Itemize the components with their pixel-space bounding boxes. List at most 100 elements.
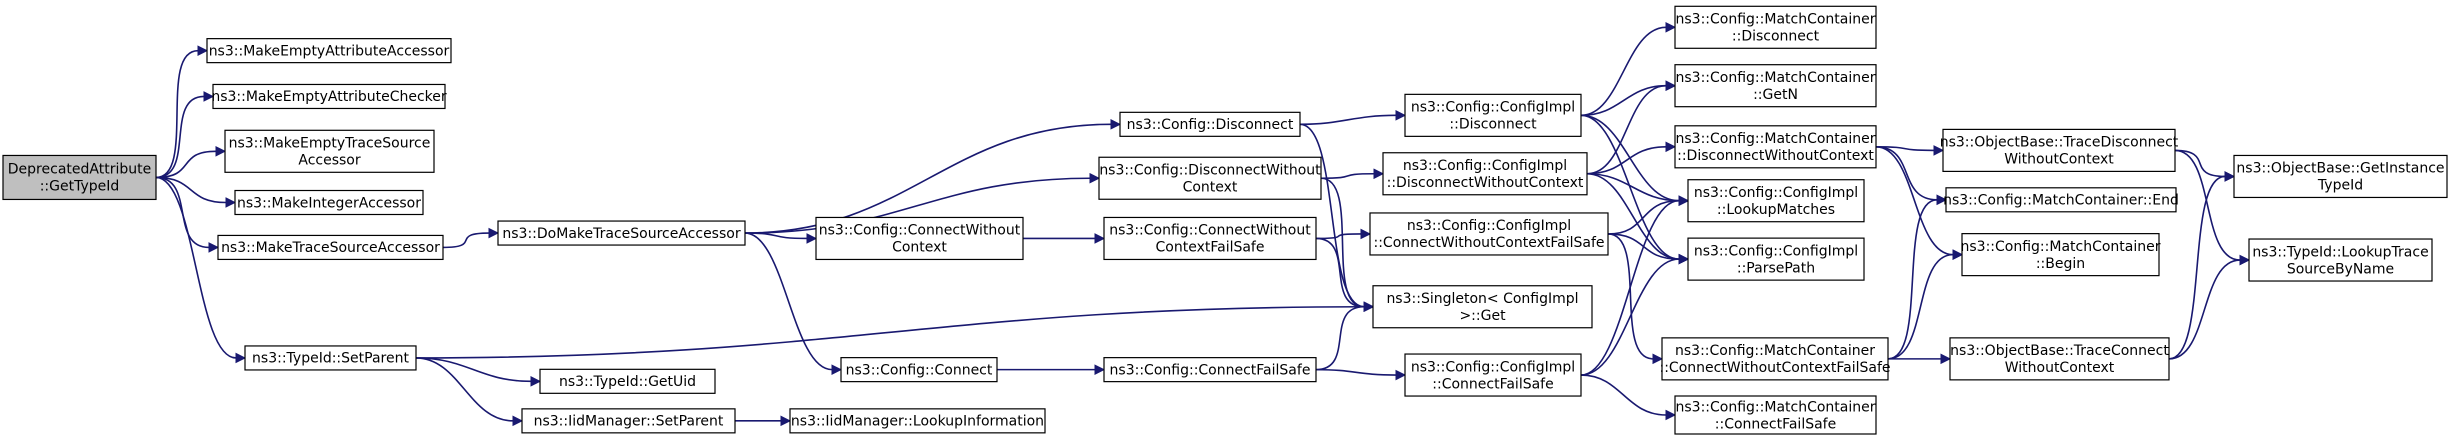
edge-arrowhead <box>2224 171 2236 182</box>
node-mkemptyattrchk[interactable]: ns3::MakeEmptyAttributeChecker <box>211 83 447 110</box>
node-mcdisconnectwc[interactable]: ns3::Config::MatchContainer::DisconnectW… <box>1674 125 1877 169</box>
node-mktsa[interactable]: ns3::MakeTraceSourceAccessor <box>217 234 444 261</box>
node-box <box>1687 179 1865 223</box>
node-cfgdisconnectwc[interactable]: ns3::Config::DisconnectWithoutContext <box>1098 156 1322 200</box>
edge-line <box>1586 172 1680 202</box>
node-impldisconnect[interactable]: ns3::Config::ConfigImpl::Disconnect <box>1404 93 1582 137</box>
edge-line <box>155 95 205 179</box>
node-mcconnectfs[interactable]: ns3::Config::MatchContainer::ConnectFail… <box>1674 395 1877 435</box>
node-obtraceconnectwc[interactable]: ns3::ObjectBase::TraceConnectWithoutCont… <box>1949 337 2170 381</box>
edge-root-to-mkEmptyTSA <box>155 145 227 179</box>
node-typeidgetuid[interactable]: ns3::TypeId::GetUid <box>539 368 716 394</box>
node-domaketsa[interactable]: ns3::DoMakeTraceSourceAccessor <box>497 220 746 246</box>
node-cfgconnectwc[interactable]: ns3::Config::ConnectWithoutContext <box>815 216 1024 261</box>
edge-implDisconnectWC-to-mcDisconnectWC <box>1586 141 1677 175</box>
edge-arrowhead <box>1395 369 1407 381</box>
node-iidsetparent[interactable]: ns3::IidManager::SetParent <box>521 408 736 434</box>
node-label-line: WithoutContext <box>2005 360 2115 376</box>
edge-line <box>1875 146 1938 201</box>
edge-arrowhead <box>2239 254 2251 266</box>
edge-arrowhead <box>1940 353 1952 365</box>
node-obtracedisconnectwc[interactable]: ns3::ObjectBase::TraceDisconnectWithoutC… <box>1940 128 2179 172</box>
node-label-line: ns3::TypeId::GetUid <box>559 374 696 390</box>
node-cfgconnectwcfs[interactable]: ns3::Config::ConnectWithoutContextFailSa… <box>1103 216 1317 261</box>
node-label-line: ns3::Config::MatchContainer::End <box>1943 193 2179 209</box>
node-cfgconnectfs[interactable]: ns3::Config::ConnectFailSafe <box>1103 357 1317 383</box>
node-label-line: WithoutContext <box>2004 152 2114 168</box>
node-label-line: ns3::MakeEmptyAttributeChecker <box>211 89 447 105</box>
node-impllookupmatches[interactable]: ns3::Config::ConfigImpl::LookupMatches <box>1687 179 1865 223</box>
edge-arrowhead <box>1678 253 1690 265</box>
edge-arrowhead <box>1678 195 1690 207</box>
node-mcbegin[interactable]: ns3::Config::MatchContainer::Begin <box>1961 233 2161 277</box>
edge-cfgConnectFS-to-implConnectFS <box>1315 368 1407 381</box>
node-mcdisconnect[interactable]: ns3::Config::MatchContainer::Disconnect <box>1674 5 1877 49</box>
edge-mkTSA-to-doMakeTSA <box>442 227 500 249</box>
node-implconnectwcfs[interactable]: ns3::Config::ConfigImpl::ConnectWithoutC… <box>1369 212 1609 256</box>
edge-arrowhead <box>806 233 818 244</box>
node-label-line: ns3::IidManager::LookupInformation <box>791 414 1044 430</box>
edge-line <box>1586 172 1680 260</box>
edge-line <box>1315 233 1362 240</box>
node-label-line: ns3::Config::MatchContainer <box>1676 131 1876 147</box>
node-label-line: ns3::Config::ConnectFailSafe <box>1110 362 1311 378</box>
edge-line <box>1315 368 1397 376</box>
edge-arrowhead <box>1094 364 1106 375</box>
node-iidlookup[interactable]: ns3::IidManager::LookupInformation <box>789 408 1046 434</box>
node-mcconnectwcfs[interactable]: ns3::Config::MatchContainer::ConnectWith… <box>1659 337 1891 381</box>
node-implparsepath[interactable]: ns3::Config::ConfigImpl::ParsePath <box>1687 237 1865 281</box>
node-label-line: ns3::Config::ConfigImpl <box>1694 243 1858 259</box>
node-typeidsetparent[interactable]: ns3::TypeId::SetParent <box>244 345 417 371</box>
edge-doMakeTSA-to-cfgConnectWC <box>744 232 818 244</box>
edge-cfgDisconnectWC-to-singletonGet <box>1320 177 1375 313</box>
edge-arrowhead <box>235 352 247 364</box>
edge-mcConnectWCFS-to-mcEnd <box>1887 194 1948 360</box>
node-box <box>1674 395 1877 435</box>
node-label-line: ns3::Config::Disconnect <box>1127 117 1294 133</box>
edge-cfgConnect-to-cfgConnectFS <box>996 364 1106 375</box>
edge-line <box>1320 172 1375 180</box>
node-mkintacc[interactable]: ns3::MakeIntegerAccessor <box>234 189 424 216</box>
node-label-line: ns3::MakeEmptyTraceSource <box>229 136 431 152</box>
edge-line <box>415 305 1365 359</box>
node-label-line: ns3::IidManager::SetParent <box>534 414 724 430</box>
node-box <box>1103 357 1317 383</box>
node-label-line: ns3::TypeId::SetParent <box>252 351 409 367</box>
node-singletonget[interactable]: ns3::Singleton< ConfigImpl >::Get <box>1372 285 1593 329</box>
node-box <box>234 189 424 216</box>
node-cfgconnect[interactable]: ns3::Config::Connect <box>840 357 998 383</box>
edge-line <box>1580 84 1667 117</box>
node-label-line: ns3::MakeTraceSourceAccessor <box>221 240 440 256</box>
edge-line <box>442 232 490 249</box>
node-cfgdisconnect[interactable]: ns3::Config::Disconnect <box>1119 111 1301 137</box>
edge-arrowhead <box>1360 228 1372 240</box>
edge-line <box>2168 175 2226 360</box>
node-label-line: ns3::TypeId::LookupTrace <box>2252 244 2428 260</box>
edge-root-to-mkEmptyAttrAcc <box>155 45 209 179</box>
node-mcend[interactable]: ns3::Config::MatchContainer::End <box>1943 187 2179 213</box>
node-root[interactable]: DeprecatedAttribute::GetTypeId <box>2 154 157 201</box>
node-box <box>2248 238 2433 282</box>
node-label-line: ::DisconnectWithoutContext <box>1677 148 1874 164</box>
edge-line <box>1580 374 1667 416</box>
edge-arrowhead <box>780 415 792 427</box>
edge-line <box>155 176 227 204</box>
edge-arrowhead <box>225 197 237 208</box>
node-impldisconnectwc[interactable]: ns3::Config::ConfigImpl::DisconnectWitho… <box>1382 152 1588 196</box>
node-label-line: ns3::Singleton< ConfigImpl <box>1386 291 1578 307</box>
edge-line <box>1580 114 1680 260</box>
node-implconnectfs[interactable]: ns3::Config::ConfigImpl::ConnectFailSafe <box>1404 353 1582 397</box>
edge-line <box>1299 114 1397 126</box>
node-label-line: ::ConnectWithoutContextFailSafe <box>1373 235 1604 251</box>
node-mkemptyattracc[interactable]: ns3::MakeEmptyAttributeAccessor <box>206 38 452 64</box>
node-label-line: ::GetTypeId <box>40 179 120 195</box>
node-label-line: ::Disconnect <box>1732 29 1820 45</box>
node-mcgetn[interactable]: ns3::Config::MatchContainer::GetN <box>1674 64 1877 108</box>
edge-arrowhead <box>215 145 227 157</box>
edge-arrowhead <box>1952 249 1964 260</box>
edge-mcDisconnectWC-to-obTraceDisconnectWC <box>1875 145 1945 156</box>
